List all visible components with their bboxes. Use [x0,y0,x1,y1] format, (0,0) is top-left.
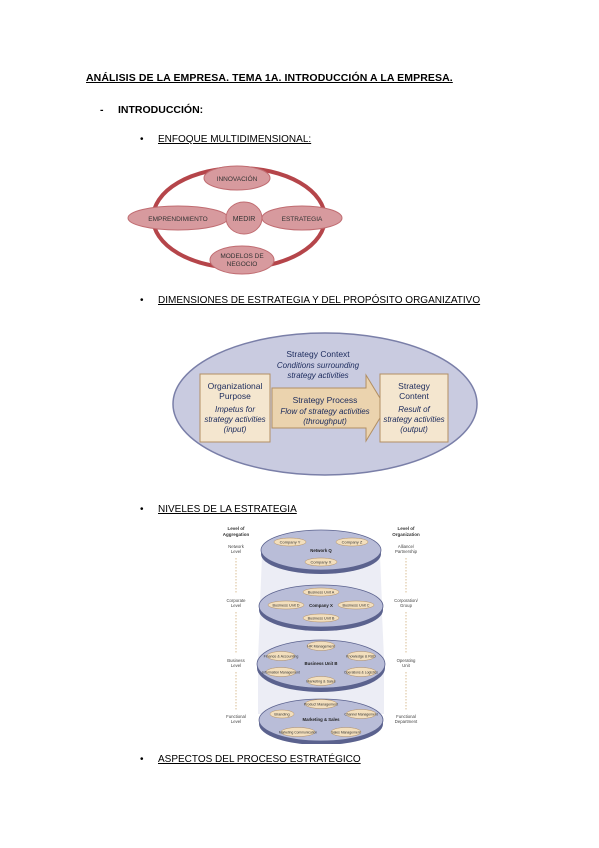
functional-item-0: Product Management [304,703,338,707]
business-item-4: Operations & Logistics [344,671,378,675]
bullet-niveles: NIVELES DE LA ESTRATEGIA [158,504,297,515]
right-head-1: Level of [397,526,415,531]
network-item-2: Company X [311,560,332,565]
label-negocio: NEGOCIO [227,261,258,268]
purpose-title1: Organizational [208,381,263,391]
left-level-network-1: Network [228,544,245,549]
left-level-business-2: Level [231,663,241,668]
purpose-title2: Purpose [219,391,251,401]
bullet-icon: • [140,504,144,515]
context-sub2: strategy activities [287,371,348,380]
bullet-aspectos: ASPECTOS DEL PROCESO ESTRATÉGICO [158,754,361,765]
network-item-0: Company Y [280,540,301,545]
business-center: Business Unit B [305,661,338,666]
purpose-box [199,373,271,443]
process-sub2: (throughput) [303,417,347,426]
functional-item-2: Channel Management [344,713,377,717]
business-item-1: Finance & Accounting [264,655,299,659]
bullet-icon: • [140,134,144,145]
label-medir: MEDIR [233,216,256,223]
disc-corporate [258,584,384,628]
bullet-dimensiones: DIMENSIONES DE ESTRATEGIA Y DEL PROPÓSIT… [158,295,481,306]
right-level-corporation-1: Corporation/ [394,598,418,603]
functional-item-3: Marketing Communication [279,731,317,735]
content-sub1: Result of [398,405,430,414]
multidimensional-diagram: INNOVACIÓN EMPRENDIMIENTO ESTRATEGIA MED… [127,165,343,275]
content-sub3: (output) [400,425,428,434]
network-center: Network Q [310,548,332,553]
right-level-operating-1: Operating [397,658,416,663]
right-level-corporation-2: Group [400,603,413,608]
network-item-1: Company Z [342,540,363,545]
ellipse-center [225,201,263,235]
corporate-item-1: Business Unit C [342,604,369,608]
page-title: ANÁLISIS DE LA EMPRESA. TEMA 1A. INTRODU… [86,72,453,84]
business-item-3: Information Management [262,671,300,675]
purpose-sub1: Impetus for [215,405,255,414]
ellipse-top [203,165,271,191]
section-dash: - [100,104,104,116]
left-level-network-2: Level [231,549,241,554]
process-sub1: Flow of strategy activities [280,407,369,416]
purpose-sub2: strategy activities [204,415,265,424]
left-level-business-1: Business [227,658,244,663]
ellipse-bottom [209,245,275,275]
content-sub2: strategy activities [383,415,444,424]
label-estrategia: ESTRATEGIA [282,216,323,223]
purpose-sub3: (input) [224,425,247,434]
left-head-2: Aggregation [223,532,250,537]
strategy-levels-diagram: Level of Aggregation Level of Organizati… [223,526,420,744]
process-arrow [271,373,387,443]
left-head-1: Level of [227,526,245,531]
functional-item-4: Sales Management [331,731,360,735]
left-level-functional-2: Level [231,719,241,724]
strategy-dimensions-diagram: Strategy Context Conditions surrounding … [172,332,478,476]
corporate-center: Company X [309,603,333,608]
business-item-0: HR Management [307,645,334,649]
right-level-operating-2: Unit [402,663,410,668]
right-level-functional-2: Department [395,719,418,724]
label-innovacion: INNOVACIÓN [217,174,258,183]
left-level-corporate-1: Corporate [226,598,246,603]
business-item-5: Marketing & Sales [306,680,335,684]
right-level-functional-1: Functional [396,714,416,719]
context-sub1: Conditions surrounding [277,361,360,370]
context-title: Strategy Context [286,349,350,359]
bullet-icon: • [140,754,144,765]
content-title2: Content [399,391,429,401]
functional-item-1: Branding [274,713,289,717]
functional-center: Marketing & Sales [302,717,340,722]
corporate-item-3: Business Unit B [308,617,335,621]
left-level-functional-1: Functional [226,714,246,719]
right-level-alliance-2: Partnership [395,549,418,554]
label-modelos: MODELOS DE [220,253,264,260]
content-title1: Strategy [398,381,430,391]
business-item-2: Knowledge & R&D [346,655,376,659]
bullet-icon: • [140,295,144,306]
corporate-item-2: Business Unit D [272,604,299,608]
bullet-enfoque: ENFOQUE MULTIDIMENSIONAL: [158,134,312,145]
section-heading: INTRODUCCIÓN: [118,104,204,116]
label-emprendimiento: EMPRENDIMIENTO [148,216,207,223]
process-title: Strategy Process [293,395,358,405]
content-box [379,373,449,443]
left-level-corporate-2: Level [231,603,241,608]
right-level-alliance-1: Alliance/ [398,544,415,549]
right-head-2: Organization [392,532,420,537]
corporate-item-0: Business Unit A [308,591,335,595]
